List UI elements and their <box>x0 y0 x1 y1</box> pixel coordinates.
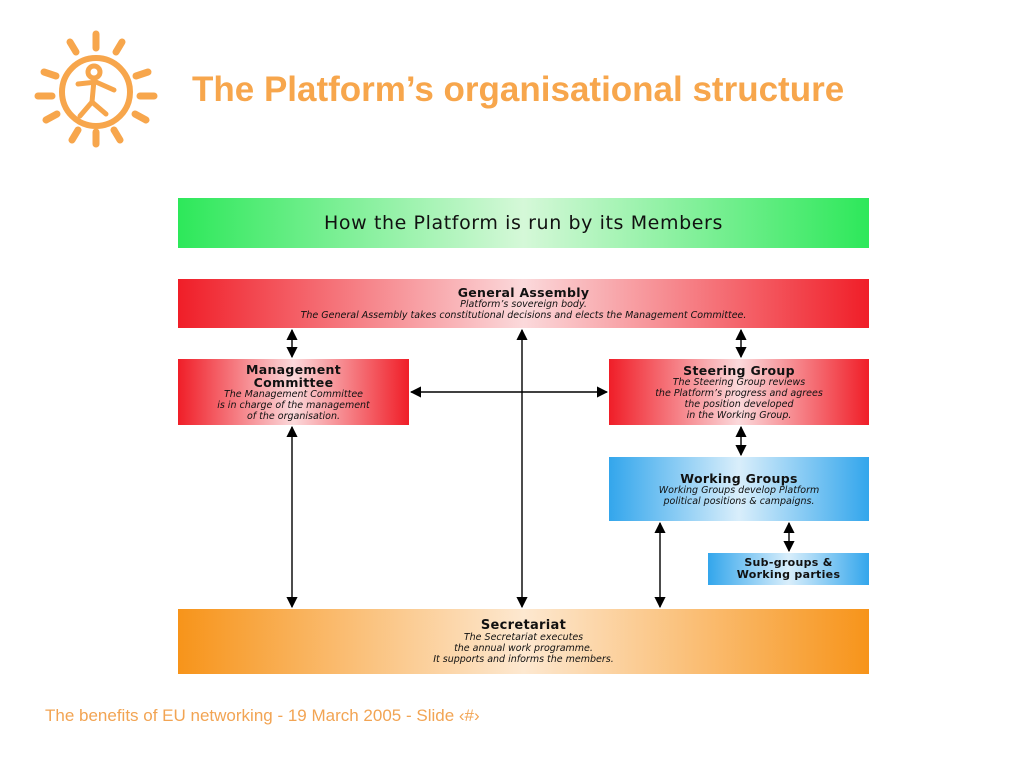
management-committee-title-1: Management <box>245 361 341 377</box>
working-groups-desc-2: political positions & campaigns. <box>663 495 815 507</box>
management-committee-desc-2: is in charge of the management <box>217 399 370 411</box>
management-committee-desc-1: The Management Committee <box>223 388 364 400</box>
sun-figure-logo-icon <box>34 30 158 148</box>
general-assembly-box: General Assembly Platform’s sovereign bo… <box>178 279 869 328</box>
steering-group-box: Steering Group The Steering Group review… <box>609 359 869 425</box>
working-groups-title: Working Groups <box>680 470 798 486</box>
slide-footer: The benefits of EU networking - 19 March… <box>45 706 480 725</box>
banner-title: How the Platform is run by its Members <box>324 212 723 234</box>
management-committee-desc-3: of the organisation. <box>246 410 340 422</box>
slide-title: The Platform’s organisational structure <box>192 70 845 109</box>
secretariat-box: Secretariat The Secretariat executes the… <box>178 609 869 674</box>
steering-group-desc-2: the Platform’s progress and agrees <box>655 387 823 399</box>
management-committee-title-2: Committee <box>253 374 334 390</box>
working-groups-box: Working Groups Working Groups develop Pl… <box>609 457 869 521</box>
steering-group-desc-4: in the Working Group. <box>686 409 792 421</box>
sub-groups-title-1: Sub-groups & <box>744 556 833 569</box>
management-committee-box: Management Committee The Management Comm… <box>178 359 409 425</box>
secretariat-title: Secretariat <box>480 617 567 633</box>
secretariat-desc-1: The Secretariat executes <box>463 631 584 643</box>
banner-box: How the Platform is run by its Members <box>178 198 869 248</box>
steering-group-desc-1: The Steering Group reviews <box>672 376 806 388</box>
general-assembly-title: General Assembly <box>457 285 590 300</box>
sub-groups-box: Sub-groups & Working parties <box>708 553 869 585</box>
secretariat-desc-2: the annual work programme. <box>454 642 593 654</box>
steering-group-desc-3: the position developed <box>684 398 794 410</box>
secretariat-desc-3: It supports and informs the members. <box>433 653 614 665</box>
sub-groups-title-2: Working parties <box>736 568 841 581</box>
working-groups-desc-1: Working Groups develop Platform <box>658 484 820 496</box>
general-assembly-desc-1: Platform’s sovereign body. <box>460 299 587 310</box>
steering-group-title: Steering Group <box>683 362 795 378</box>
general-assembly-desc-2: The General Assembly takes constitutiona… <box>300 310 747 321</box>
